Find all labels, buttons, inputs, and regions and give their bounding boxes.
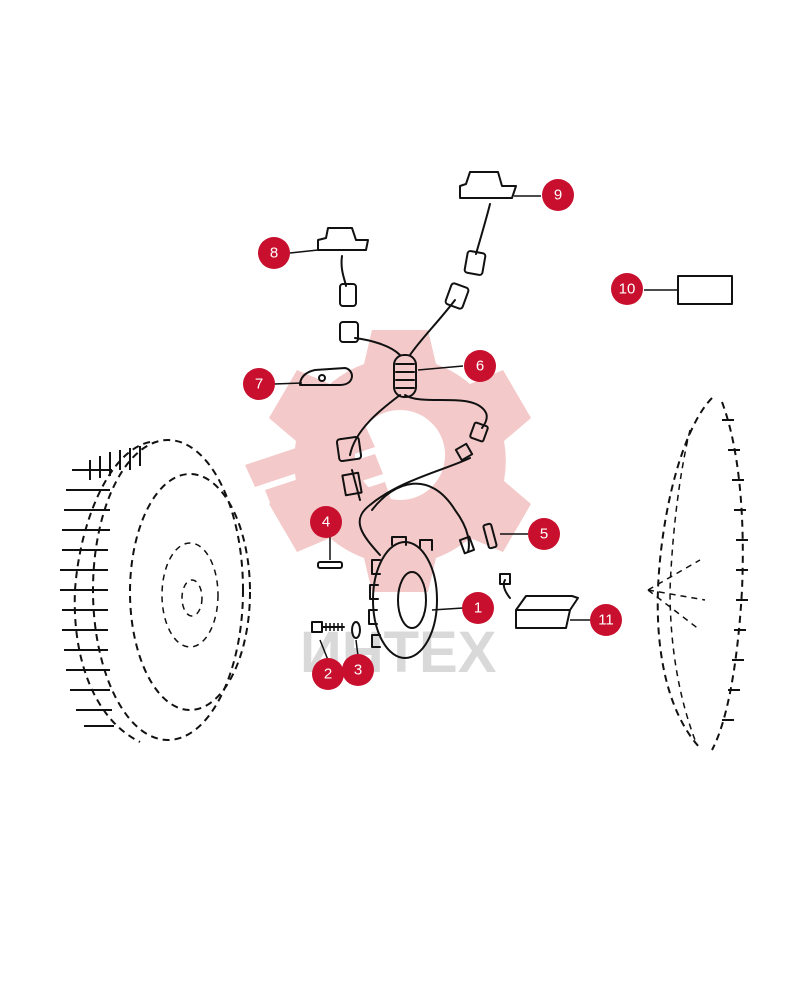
callout-10: 10 [611, 273, 643, 305]
callout-7: 7 [243, 368, 275, 400]
callout-9: 9 [542, 179, 574, 211]
callout-3: 3 [342, 654, 374, 686]
callout-number: 1 [474, 600, 482, 617]
callout-number: 9 [554, 187, 562, 204]
wiring-harness [335, 394, 489, 556]
callout-1: 1 [462, 592, 494, 624]
callout-number: 5 [540, 526, 548, 543]
stator [368, 536, 438, 659]
callout-5: 5 [528, 518, 560, 550]
callout-6: 6 [464, 350, 496, 382]
callout-11: 11 [590, 604, 622, 636]
pin-4 [317, 561, 343, 569]
bolt [311, 621, 345, 633]
callout-8: 8 [258, 237, 290, 269]
washer [351, 621, 361, 639]
callout-number: 11 [598, 612, 614, 629]
callout-number: 4 [322, 514, 330, 531]
harness-sleeve [339, 282, 470, 398]
connector-block-8 [317, 227, 369, 307]
callout-2: 2 [312, 658, 344, 690]
callout-number: 3 [354, 662, 362, 679]
callout-4: 4 [310, 506, 342, 538]
leader-lines [273, 195, 678, 661]
callout-number: 8 [270, 245, 278, 262]
connector-block-9 [459, 171, 517, 276]
callout-number: 7 [255, 376, 263, 393]
flywheel-left [60, 439, 251, 743]
pin-5 [482, 522, 498, 550]
rectifier [499, 573, 579, 629]
callout-number: 6 [476, 358, 484, 375]
decal-plate [677, 275, 733, 305]
callout-number: 10 [619, 281, 636, 298]
flywheel-right [647, 397, 748, 751]
cable-clip [299, 367, 353, 386]
callout-number: 2 [324, 666, 332, 683]
